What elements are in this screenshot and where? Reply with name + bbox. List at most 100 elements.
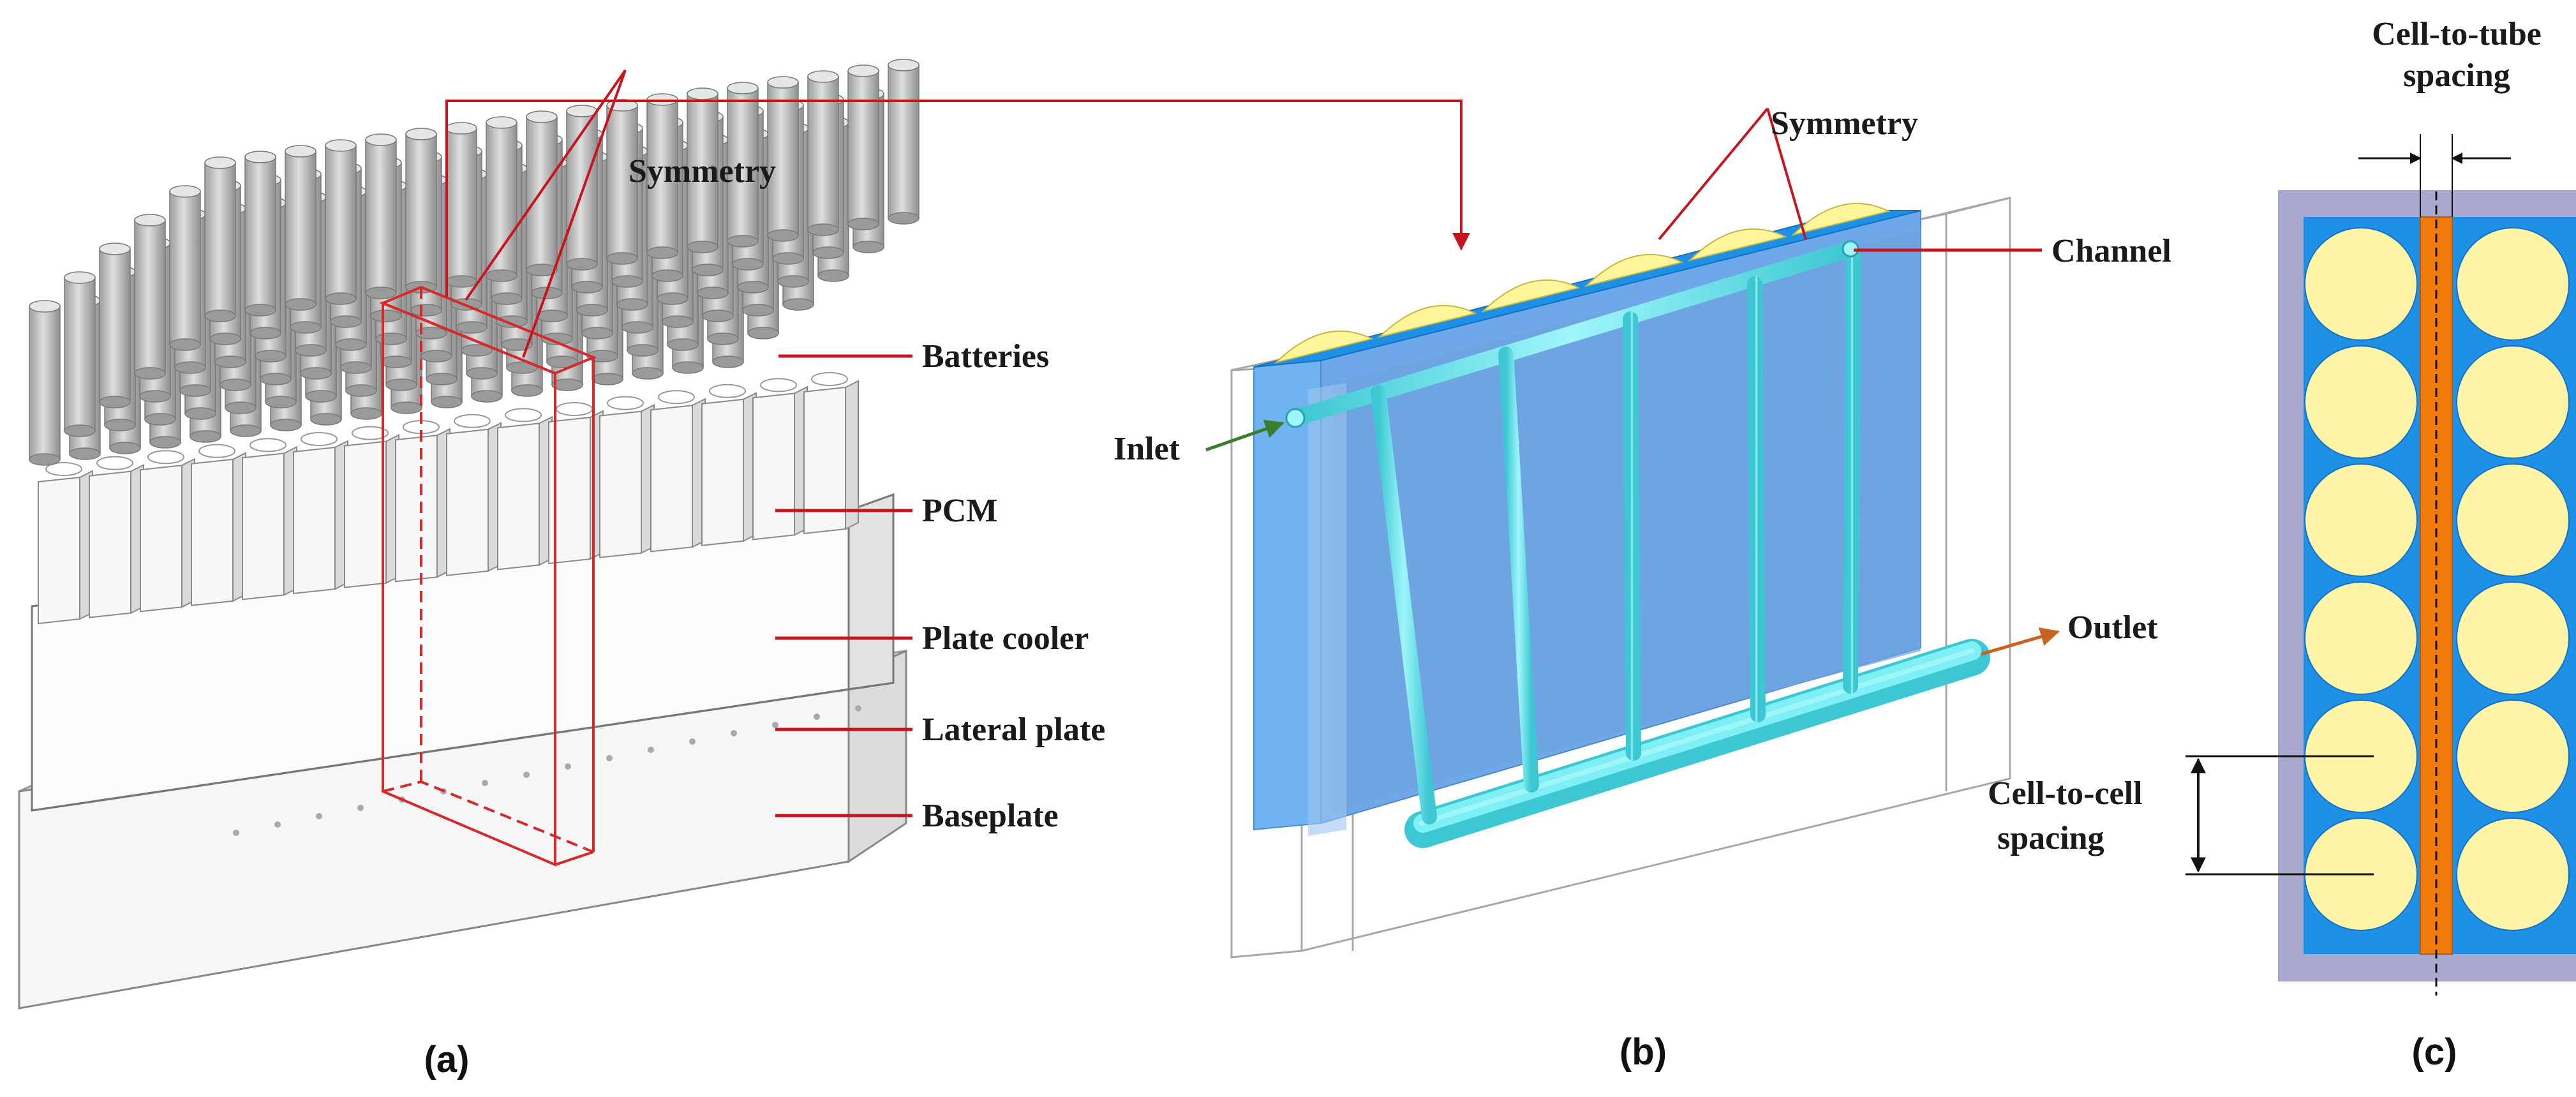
pcm-block-side (845, 380, 859, 530)
battery-top (365, 133, 397, 146)
battery-bottom (310, 413, 342, 426)
battery-bottom (576, 304, 608, 317)
plate-hole (689, 738, 696, 745)
battery-bottom (174, 361, 206, 374)
plate-hole (523, 772, 530, 778)
pcm-block (242, 452, 285, 601)
battery-bottom (581, 327, 613, 340)
battery-bottom (667, 338, 699, 351)
pcm-hole (658, 390, 695, 405)
battery-cylinder (64, 277, 96, 431)
battery-bottom (707, 332, 739, 345)
plate-hole (357, 805, 364, 811)
battery-bottom (330, 315, 362, 328)
half-cell (1274, 330, 1374, 364)
pcm-slab (1253, 209, 1921, 836)
battery-top (727, 82, 759, 94)
batteries-label: Batteries (922, 338, 1049, 375)
pcm-hole (760, 378, 797, 392)
pcm-hole (811, 372, 848, 386)
plate-hole (648, 747, 654, 753)
battery-bottom (461, 344, 493, 357)
battery-bottom (421, 350, 452, 362)
pcm-hole (198, 444, 235, 458)
battery-bottom (767, 229, 799, 242)
inlet-label: Inlet (1113, 431, 1180, 467)
symmetry-leader-b1 (1658, 107, 1769, 241)
symmetry-cell-halves (1274, 202, 1891, 364)
battery-bottom (295, 344, 327, 357)
pcm-block (752, 392, 795, 541)
cell-to-tube-label-2: spacing (2403, 57, 2510, 94)
battery-cylinder (204, 162, 236, 317)
pcm-block (38, 476, 80, 625)
battery-bottom (817, 269, 849, 282)
pcm-block (191, 458, 234, 606)
pcm-block (701, 398, 744, 546)
panel-b-cooling-unit: Symmetry Channel Inlet Outlet (b) (1113, 105, 2171, 1073)
pcm-label: PCM (922, 493, 997, 529)
battery-bottom (265, 396, 297, 408)
pcm-block (497, 422, 540, 571)
battery-top (64, 271, 96, 284)
symmetry-leader-a1 (465, 69, 627, 301)
battery-bottom (772, 252, 804, 265)
battery-cylinder (847, 70, 879, 225)
battery-top (405, 128, 437, 140)
battery-cylinder (99, 248, 131, 403)
symmetry-label-a: Symmetry (629, 153, 776, 190)
pcm-hole (607, 396, 644, 410)
battery-bottom (285, 298, 316, 311)
plate-cooler-label: Plate cooler (922, 620, 1089, 657)
cell-to-tube-label-1: Cell-to-tube (2372, 16, 2542, 52)
battery-bottom (742, 304, 774, 317)
battery-bottom (496, 315, 528, 328)
battery-bottom (491, 292, 523, 305)
battery-top (325, 139, 357, 152)
battery-bottom (732, 258, 764, 271)
battery-bottom (426, 373, 458, 385)
battery-bottom (606, 252, 638, 265)
battery-top (687, 87, 718, 100)
battery-top (807, 70, 839, 83)
battery-bottom (179, 384, 211, 397)
battery-bottom (335, 338, 367, 351)
battery-bottom (546, 355, 578, 368)
battery-bottom (657, 292, 689, 305)
battery-bottom (852, 241, 884, 253)
battery-cylinder (888, 64, 919, 219)
plate-hole (772, 722, 778, 728)
battery-bottom (501, 338, 533, 351)
plate-hole (731, 730, 737, 736)
pcm-hole (505, 408, 542, 422)
battery-top (244, 151, 276, 163)
battery-bottom (616, 298, 648, 311)
battery-bottom (651, 269, 683, 282)
riser-tube (1843, 248, 1861, 694)
battery-bottom (169, 338, 201, 351)
half-cell (1791, 202, 1891, 236)
riser-tube (1623, 311, 1641, 761)
battery-cylinder (405, 133, 437, 288)
battery-cell-left (2304, 581, 2418, 695)
half-cell (1687, 228, 1787, 262)
battery-bottom (184, 407, 216, 420)
battery-bottom (104, 419, 136, 431)
battery-top (847, 64, 879, 77)
battery-bottom (385, 378, 417, 391)
battery-bottom (622, 321, 653, 334)
battery-bottom (747, 327, 779, 340)
battery-top (486, 116, 517, 129)
battery-cylinder (244, 156, 276, 311)
battery-cylinder (134, 220, 166, 374)
battery-bottom (225, 401, 257, 414)
plate-hole (316, 813, 322, 819)
battery-bottom (662, 315, 694, 328)
battery-bottom (702, 310, 734, 322)
battery-bottom (445, 275, 477, 288)
plate-hole (855, 705, 861, 712)
battery-bottom (260, 373, 292, 385)
vertical-channel-tubes (1371, 248, 1861, 825)
symmetry-leader-b2 (1766, 108, 1807, 240)
